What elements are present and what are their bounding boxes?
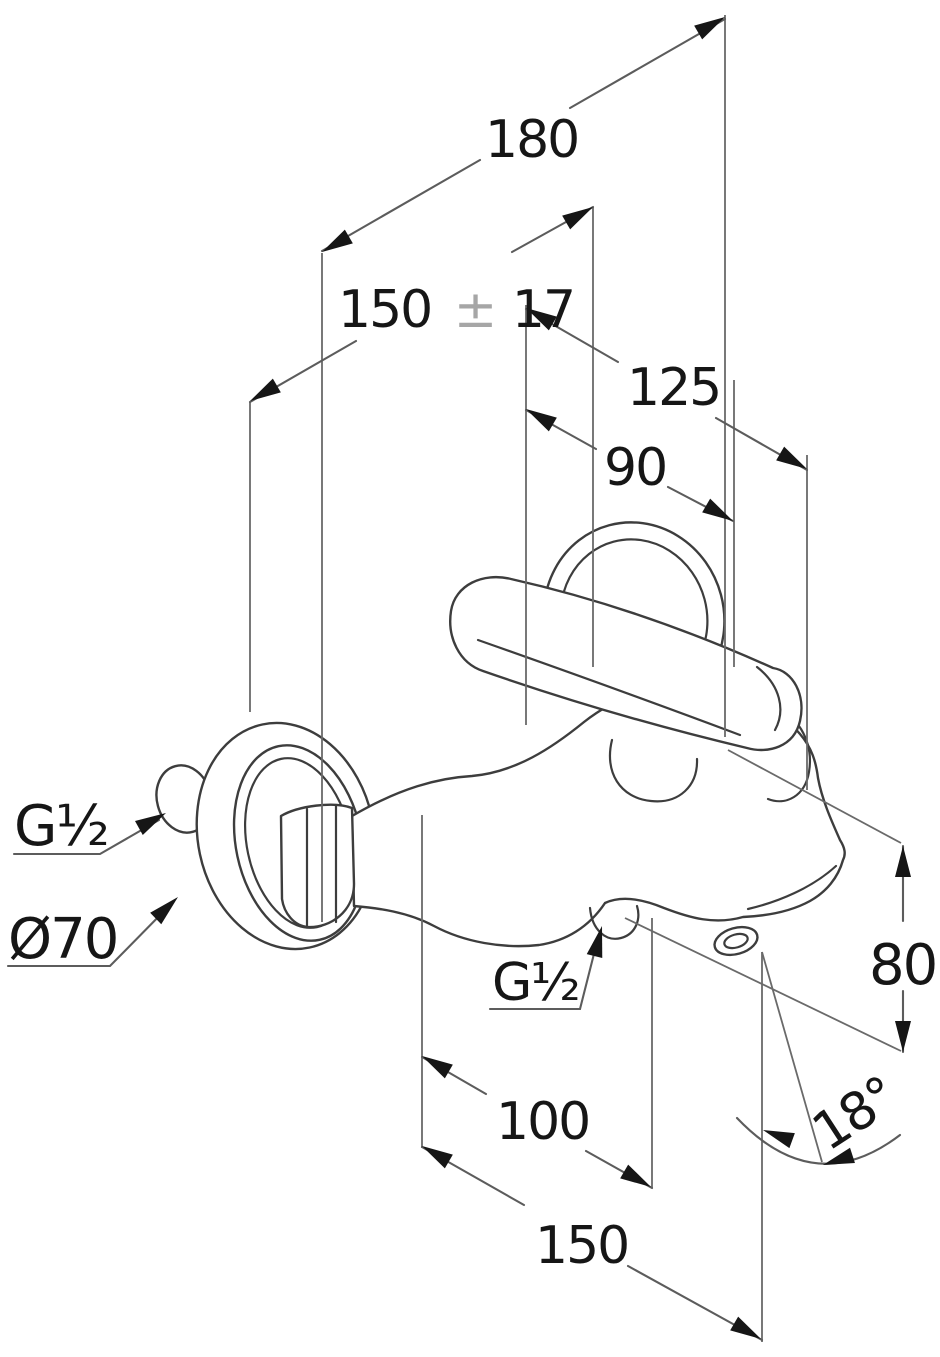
dim-80-label: 80 bbox=[869, 933, 936, 998]
label-g12-wall: G½ bbox=[14, 794, 108, 859]
leader-g12-left bbox=[12, 818, 161, 856]
leader-g12-bottom bbox=[488, 936, 600, 1011]
spout-axis-18deg bbox=[761, 951, 823, 1163]
arrow-125-right bbox=[776, 446, 807, 469]
arrow-d70 bbox=[150, 897, 178, 925]
lever-handle bbox=[449, 575, 803, 752]
faucet-illustration bbox=[155, 521, 846, 957]
aerator-inner bbox=[723, 932, 749, 950]
leader-d70 bbox=[6, 902, 173, 968]
label-diameter-70: Ø70 bbox=[8, 907, 117, 972]
aerator bbox=[713, 925, 759, 957]
arrow-125-left bbox=[526, 308, 557, 331]
arrow-arc-left bbox=[763, 1130, 795, 1149]
dimarc-18deg bbox=[735, 1116, 902, 1165]
connection-nut-facets bbox=[305, 803, 338, 928]
lever-handle-ridge bbox=[476, 638, 742, 737]
label-g12-shower-outlet: G½ bbox=[492, 953, 579, 1013]
cartridge-ring bbox=[608, 738, 699, 803]
connection-nut bbox=[279, 803, 356, 929]
arrow-90-left bbox=[526, 409, 557, 432]
arrow-g12-left bbox=[135, 813, 166, 836]
dim-150b-label: 150 bbox=[535, 1216, 628, 1276]
shower-outlet bbox=[588, 904, 640, 940]
dim-150-tolerance-sign: ± bbox=[454, 280, 496, 340]
arrowheads bbox=[135, 17, 911, 1339]
dim-125-label: 125 bbox=[627, 358, 720, 418]
mixer-body bbox=[350, 685, 846, 948]
dim-150-tolerance-label: 150 ± 17 bbox=[338, 280, 574, 340]
arrow-90-right bbox=[702, 498, 733, 521]
arrow-150t-right bbox=[562, 207, 593, 230]
arrow-150t-left bbox=[250, 378, 281, 401]
arrow-g12-bottom bbox=[586, 926, 603, 959]
arrow-arc-right bbox=[823, 1147, 855, 1165]
dim-180-label: 180 bbox=[485, 110, 578, 170]
arrow-80-top bbox=[895, 846, 911, 877]
arrow-150b-right bbox=[730, 1316, 761, 1339]
lever-handle-cap-line bbox=[755, 665, 782, 732]
dim-100-label: 100 bbox=[496, 1092, 589, 1152]
arrow-180-right bbox=[694, 17, 725, 40]
dim-90-label: 90 bbox=[604, 438, 666, 498]
dim-150-tolerance-value: 17 bbox=[512, 280, 574, 340]
arrow-80-bottom bbox=[895, 1021, 911, 1052]
ref-spout-bottom bbox=[624, 917, 902, 1052]
ref-spout-top bbox=[727, 749, 902, 844]
arrow-150b-left bbox=[422, 1146, 453, 1169]
arrow-100-right bbox=[620, 1164, 651, 1187]
arrow-100-left bbox=[422, 1056, 453, 1079]
arrow-180-left bbox=[322, 229, 353, 252]
dim-150-value: 150 bbox=[338, 280, 431, 340]
spout-end-face-line bbox=[746, 864, 838, 911]
